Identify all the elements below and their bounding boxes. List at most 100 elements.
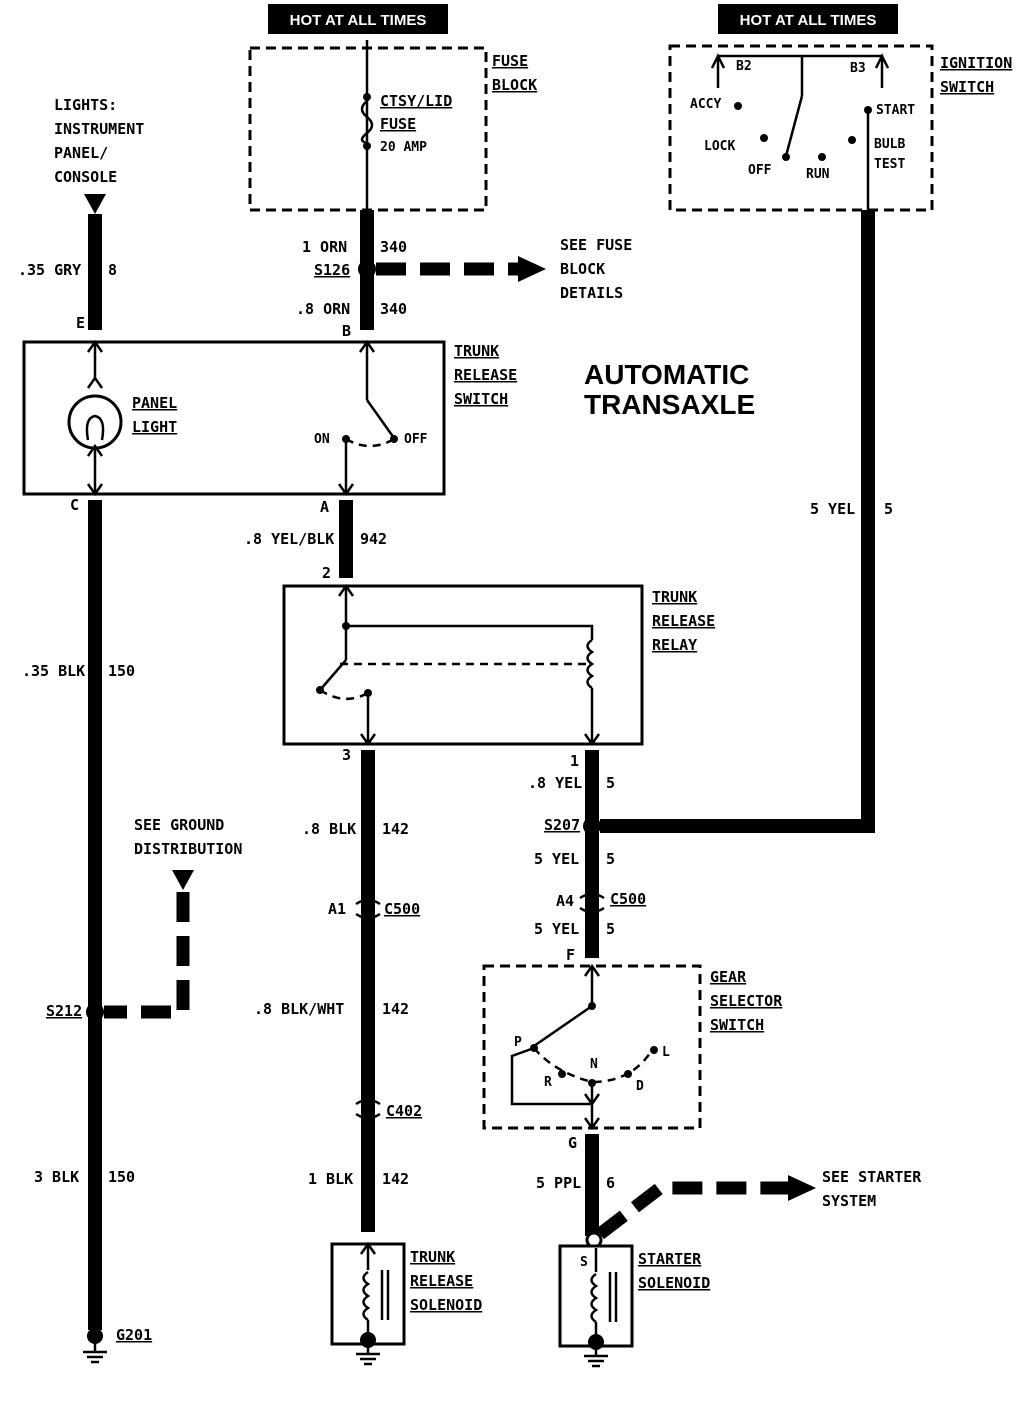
svg-text:A: A <box>320 498 329 516</box>
svg-text:START: START <box>876 103 915 118</box>
svg-text:142: 142 <box>382 820 409 838</box>
svg-text:HOT AT ALL TIMES: HOT AT ALL TIMES <box>290 12 427 29</box>
svg-text:8: 8 <box>108 261 117 279</box>
svg-text:HOT AT ALL TIMES: HOT AT ALL TIMES <box>740 12 877 29</box>
trunk-solenoid-title-2: RELEASE <box>410 1272 473 1290</box>
trunk-solenoid-title-3: SOLENOID <box>410 1296 482 1314</box>
svg-text:B: B <box>342 322 351 340</box>
svg-text:5: 5 <box>606 850 615 868</box>
panel-light-icon <box>67 394 123 450</box>
starter-solenoid-title-1: STARTER <box>638 1250 702 1268</box>
svg-text:5: 5 <box>606 920 615 938</box>
trunk-switch-title-3: SWITCH <box>454 390 508 408</box>
svg-text:5 PPL: 5 PPL <box>536 1174 581 1192</box>
svg-text:SEE FUSE: SEE FUSE <box>560 236 632 254</box>
svg-text:340: 340 <box>380 238 407 256</box>
svg-text:1 BLK: 1 BLK <box>308 1170 353 1188</box>
svg-text:SYSTEM: SYSTEM <box>822 1192 876 1210</box>
svg-text:BULB: BULB <box>874 137 905 152</box>
svg-text:.35 GRY: .35 GRY <box>18 261 81 279</box>
trunk-release-relay <box>282 583 644 747</box>
svg-text:G201: G201 <box>116 1326 152 1344</box>
svg-text:INSTRUMENT: INSTRUMENT <box>54 120 144 138</box>
svg-text:142: 142 <box>382 1000 409 1018</box>
svg-text:D: D <box>636 1079 644 1094</box>
svg-text:3: 3 <box>342 746 351 764</box>
svg-text:ACCY: ACCY <box>690 97 721 112</box>
svg-text:RUN: RUN <box>806 167 830 182</box>
starter-solenoid-title-2: SOLENOID <box>638 1274 710 1292</box>
svg-text:5 YEL: 5 YEL <box>534 920 579 938</box>
svg-text:.35 BLK: .35 BLK <box>22 662 85 680</box>
trunk-solenoid-title-1: TRUNK <box>410 1248 455 1266</box>
fuse-label: FUSE <box>380 115 416 133</box>
svg-text:TEST: TEST <box>874 157 905 172</box>
fuse-block: CTSY/LID FUSE 20 AMP FUSE BLOCK <box>248 40 537 212</box>
wire-yel-5-ignition <box>600 210 875 833</box>
svg-text:SEE STARTER: SEE STARTER <box>822 1168 922 1186</box>
svg-text:340: 340 <box>380 300 407 318</box>
svg-text:5: 5 <box>606 774 615 792</box>
ignition-switch: B2 B3 ACCY LOCK OFF RUN START BULB TEST … <box>668 44 1012 212</box>
svg-text:942: 942 <box>360 530 387 548</box>
gear-switch-title-2: SELECTOR <box>710 992 783 1010</box>
svg-text:E: E <box>76 314 85 332</box>
svg-text:G: G <box>568 1134 577 1152</box>
ground-g201: G201 <box>83 1326 152 1364</box>
svg-text:.8 ORN: .8 ORN <box>296 300 350 318</box>
svg-text:.8 BLK/WHT: .8 BLK/WHT <box>254 1000 344 1018</box>
fuse-block-title-2: BLOCK <box>492 76 537 94</box>
svg-text:A4: A4 <box>556 892 574 910</box>
svg-text:B2: B2 <box>736 59 752 74</box>
see-ground-distribution: SEE GROUND DISTRIBUTION <box>104 816 242 1019</box>
svg-text:PANEL/: PANEL/ <box>54 144 108 162</box>
svg-text:SWITCH: SWITCH <box>940 78 994 96</box>
connector-c500-b <box>579 892 605 914</box>
svg-text:BLOCK: BLOCK <box>560 260 605 278</box>
splice-s212 <box>86 1003 104 1021</box>
see-fuse-block-details: SEE FUSE BLOCK DETAILS <box>376 236 632 302</box>
gear-switch-title-3: SWITCH <box>710 1016 764 1034</box>
trunk-release-switch-box: PANEL LIGHT ON OFF <box>22 339 446 497</box>
svg-text:5 YEL: 5 YEL <box>534 850 579 868</box>
svg-text:S212: S212 <box>46 1002 82 1020</box>
svg-text:F: F <box>566 946 575 964</box>
svg-text:C500: C500 <box>610 890 646 908</box>
svg-text:L: L <box>662 1045 670 1060</box>
svg-text:142: 142 <box>382 1170 409 1188</box>
svg-text:LIGHTS:: LIGHTS: <box>54 96 117 114</box>
svg-text:PANEL: PANEL <box>132 394 177 412</box>
svg-text:LIGHT: LIGHT <box>132 418 177 436</box>
gear-switch-title-1: GEAR <box>710 968 747 986</box>
gear-selector-switch: P R N D L <box>482 963 702 1131</box>
svg-text:S126: S126 <box>314 261 350 279</box>
svg-text:R: R <box>544 1075 552 1090</box>
svg-text:5 YEL: 5 YEL <box>810 500 855 518</box>
svg-text:3 BLK: 3 BLK <box>34 1168 79 1186</box>
svg-text:1: 1 <box>570 752 579 770</box>
fuse-rating: 20 AMP <box>380 140 427 155</box>
trunk-switch-title-2: RELEASE <box>454 366 517 384</box>
svg-text:1 ORN: 1 ORN <box>302 238 347 256</box>
svg-text:C500: C500 <box>384 900 420 918</box>
fuse-block-title-1: FUSE <box>492 52 528 70</box>
svg-text:OFF: OFF <box>748 163 772 178</box>
svg-text:LOCK: LOCK <box>704 139 735 154</box>
starter-solenoid: S <box>558 1244 634 1368</box>
fuse-name: CTSY/LID <box>380 92 452 110</box>
svg-text:S207: S207 <box>544 816 580 834</box>
svg-text:.8 YEL: .8 YEL <box>528 774 582 792</box>
svg-text:CONSOLE: CONSOLE <box>54 168 117 186</box>
svg-text:6: 6 <box>606 1174 615 1192</box>
svg-text:B3: B3 <box>850 61 866 76</box>
svg-text:.8 YEL/BLK: .8 YEL/BLK <box>244 530 334 548</box>
trunk-switch-title-1: TRUNK <box>454 342 499 360</box>
see-starter-system: SEE STARTER SYSTEM <box>596 1168 922 1240</box>
svg-text:DETAILS: DETAILS <box>560 284 623 302</box>
diagram-title-2: TRANSAXLE <box>584 389 755 420</box>
svg-text:S: S <box>580 1255 588 1270</box>
svg-text:P: P <box>514 1035 522 1050</box>
connector-c402 <box>355 1098 381 1120</box>
svg-text:A1: A1 <box>328 900 346 918</box>
